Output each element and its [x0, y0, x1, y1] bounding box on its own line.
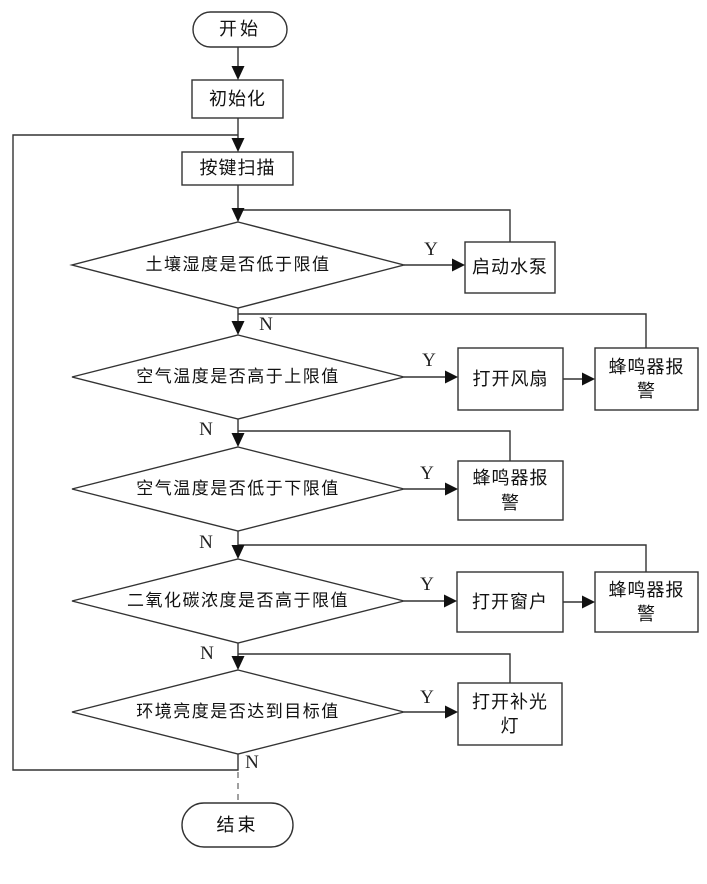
- fan-process-label: 打开风扇: [472, 368, 549, 389]
- edge-buzzer-co2-return: [238, 544, 647, 572]
- decision-brightness-label: 环境亮度是否达到目标值: [136, 701, 340, 721]
- fill-light-process-label: 打开补光灯: [472, 691, 548, 736]
- buzzer-co2-process-label: 蜂鸣器报警: [608, 579, 685, 624]
- branch-no-label-temp-low: N: [199, 532, 213, 553]
- branch-yes-label-temp-low: Y: [420, 463, 434, 484]
- arrowhead-down-icon: [231, 545, 245, 559]
- start-terminator-shape: [192, 11, 288, 48]
- arrowhead-down-icon: [231, 321, 245, 335]
- arrowhead-right-icon: [445, 370, 458, 384]
- arrowhead-right-icon: [582, 372, 595, 386]
- branch-yes-label-co2: Y: [420, 574, 434, 595]
- pump-process-label: 启动水泵: [472, 257, 548, 278]
- branch-yes-label-soil: Y: [424, 239, 438, 260]
- edge-big-loop-to-keyscan: [12, 134, 239, 771]
- branch-no-label-brightness: N: [245, 752, 259, 773]
- arrowhead-right-icon: [445, 705, 458, 719]
- buzzer-temp-high-process-label: 蜂鸣器报警: [608, 356, 685, 401]
- decision-soil-moisture-label: 土壤湿度是否低于限值: [145, 254, 331, 274]
- branch-yes-label-brightness: Y: [420, 687, 434, 708]
- decision-air-temp-high-label: 空气温度是否高于上限值: [136, 366, 340, 386]
- branch-no-label-soil: N: [259, 314, 273, 335]
- arrowhead-down-icon: [231, 66, 245, 80]
- init-process-label: 初始化: [209, 88, 266, 109]
- arrowhead-down-icon: [231, 208, 245, 222]
- arrowhead-right-icon: [445, 482, 458, 496]
- key-scan-process-label: 按键扫描: [199, 158, 276, 179]
- arrowhead-right-icon: [582, 595, 595, 609]
- end-terminator-shape: [181, 802, 294, 848]
- arrowhead-down-icon: [231, 433, 245, 447]
- edge-fill-light-return: [238, 653, 511, 683]
- arrowhead-down-icon: [231, 138, 245, 152]
- branch-no-label-temp-high: N: [199, 419, 213, 440]
- arrowhead-right-icon: [444, 594, 457, 608]
- arrowhead-down-icon: [231, 656, 245, 670]
- end-terminator-label: 结束: [216, 814, 259, 835]
- branch-yes-label-temp-high: Y: [422, 350, 436, 371]
- start-terminator-label: 开始: [219, 19, 261, 40]
- branch-no-label-co2: N: [200, 643, 214, 664]
- window-process-label: 打开窗户: [472, 591, 548, 612]
- buzzer-temp-low-process-label: 蜂鸣器报警: [472, 468, 549, 513]
- decision-air-temp-low-label: 空气温度是否低于下限值: [136, 478, 340, 498]
- decision-co2-label: 二氧化碳浓度是否高于限值: [127, 590, 349, 610]
- edge-buzzer-temp-high-return: [238, 313, 647, 348]
- arrowhead-right-icon: [452, 258, 465, 272]
- edge-pump-return: [238, 209, 511, 242]
- edge-buzzer-temp-low-return: [238, 430, 511, 461]
